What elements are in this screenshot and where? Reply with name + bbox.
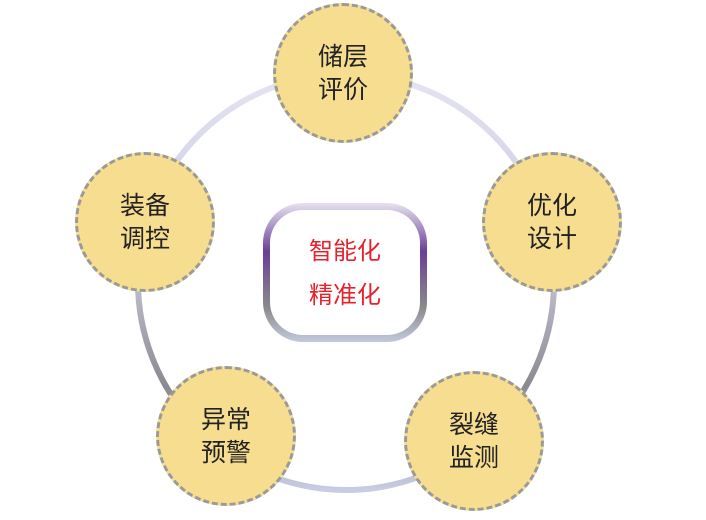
node-anomaly-warning: 异常 预警: [156, 366, 296, 506]
center-box: 智能化 精准化: [263, 203, 427, 342]
node-fracture-monitoring: 裂缝 监测: [404, 371, 544, 511]
node-label: 裂缝: [448, 410, 499, 439]
node-reservoir-evaluation: 储层 评价: [273, 3, 413, 143]
node-label: 储层: [317, 42, 368, 71]
center-text-2: 精准化: [309, 280, 381, 309]
node-label: 评价: [317, 75, 368, 104]
node-equipment-control: 装备 调控: [75, 152, 215, 292]
node-label: 预警: [200, 438, 251, 467]
center-text-1: 智能化: [309, 236, 381, 265]
node-label: 设计: [526, 224, 577, 253]
node-label: 调控: [119, 224, 170, 253]
node-optimization-design: 优化 设计: [482, 152, 622, 292]
node-label: 优化: [526, 191, 577, 220]
node-label: 装备: [119, 191, 170, 220]
node-label: 监测: [448, 443, 499, 472]
node-label: 异常: [200, 405, 251, 434]
